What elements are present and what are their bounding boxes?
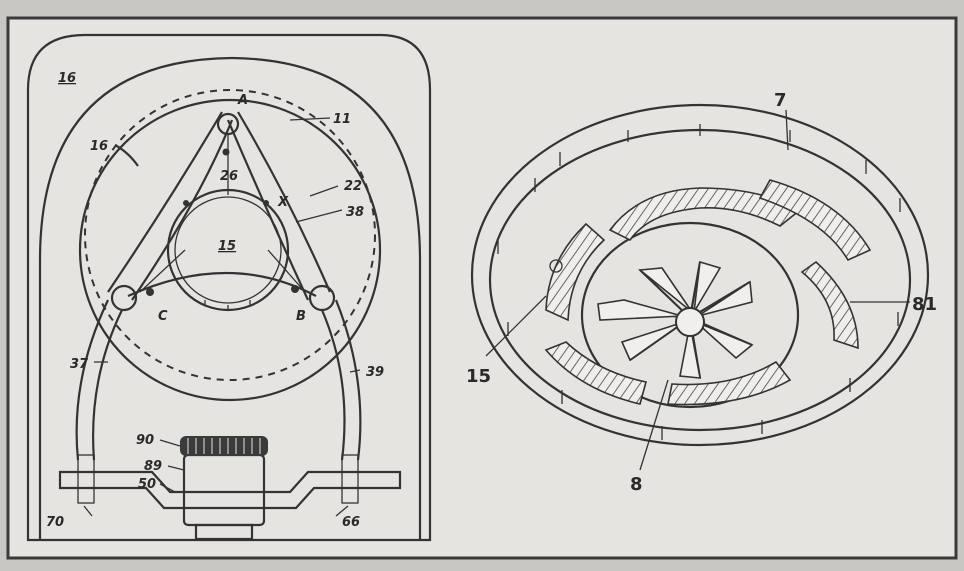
label-70: 70 xyxy=(46,515,64,530)
knob-90 xyxy=(180,436,268,456)
motor-base xyxy=(194,523,254,541)
belt-left-outer xyxy=(107,111,223,293)
disc-ticks xyxy=(204,300,251,311)
label-50: 50 xyxy=(138,477,156,492)
stator-vane-far-right xyxy=(800,260,859,350)
small-hole xyxy=(549,259,563,273)
arm-c xyxy=(139,249,186,293)
label-39: 39 xyxy=(366,365,384,380)
stator-vane-right xyxy=(758,179,872,262)
label-panel-16: 16 xyxy=(58,71,76,86)
stator-vane-bottom xyxy=(667,360,792,406)
label-15-right: 15 xyxy=(466,366,491,387)
belt-right-outer xyxy=(237,111,332,293)
bracket-50 xyxy=(58,470,402,510)
bolt-66 xyxy=(341,454,359,504)
label-8: 8 xyxy=(630,474,643,495)
label-c: C xyxy=(158,309,168,324)
tube-37-inner xyxy=(92,309,123,461)
rim-ticks xyxy=(497,124,901,440)
right-figure xyxy=(470,103,930,471)
tube-39-outer xyxy=(334,299,362,461)
label-7: 7 xyxy=(774,90,787,111)
pulley-a xyxy=(216,112,240,136)
left-figure xyxy=(26,33,432,542)
label-16: 16 xyxy=(90,139,108,154)
label-x: X xyxy=(277,195,289,210)
stator-vane-bottom-left xyxy=(544,341,647,405)
label-81: 81 xyxy=(912,294,937,315)
pulley-c xyxy=(110,284,138,312)
bolt-70 xyxy=(77,454,95,504)
dashed-circle xyxy=(84,89,376,381)
label-90: 90 xyxy=(136,433,154,448)
bowl-outer-rim xyxy=(470,103,930,447)
outer-arch xyxy=(38,56,422,540)
rotor-blade-faces xyxy=(597,260,754,379)
label-37: 37 xyxy=(70,357,89,372)
leader-lines-left xyxy=(83,117,361,517)
tube-37-outer xyxy=(75,299,109,461)
belt-left-inner xyxy=(131,119,234,301)
dot-b xyxy=(291,285,299,293)
label-22: 22 xyxy=(344,179,362,194)
label-11: 11 xyxy=(333,112,351,127)
label-a: A xyxy=(237,93,248,108)
label-38: 38 xyxy=(346,205,364,220)
label-b: B xyxy=(296,309,306,324)
tube-39-inner xyxy=(320,309,346,461)
label-89: 89 xyxy=(144,459,162,474)
left-panel-outline xyxy=(26,33,432,542)
impeller-base xyxy=(580,221,800,409)
leader-lines-right xyxy=(485,109,910,471)
dot-c xyxy=(146,288,154,296)
label-15-left: 15 xyxy=(218,239,236,254)
main-circle xyxy=(78,98,382,402)
pivot-26 xyxy=(222,148,230,156)
arm-b xyxy=(267,249,306,293)
figure-frame xyxy=(6,16,958,560)
label-26: 26 xyxy=(220,169,238,184)
arrow-16 xyxy=(114,144,139,167)
center-disc-inner xyxy=(174,196,282,304)
stator-vane-left xyxy=(545,222,606,322)
rotor-hub xyxy=(675,307,705,337)
label-66: 66 xyxy=(342,515,360,530)
knob-ridges xyxy=(187,438,261,454)
